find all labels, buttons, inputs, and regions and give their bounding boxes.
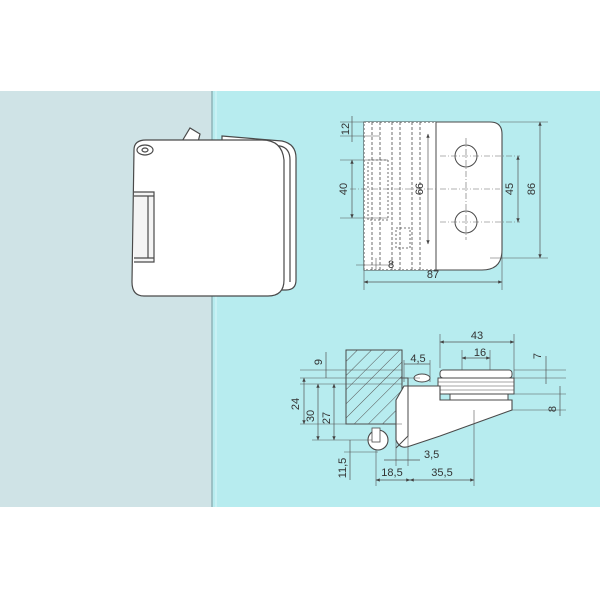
dim-sec-43: 43 <box>471 330 483 342</box>
dim-sec-18-5: 18,5 <box>381 467 402 479</box>
dim-sec-35-5: 35,5 <box>431 467 452 479</box>
dim-sec-9: 9 <box>313 359 325 365</box>
dim-sec-7: 7 <box>532 353 544 359</box>
dim-top-86: 86 <box>526 183 538 195</box>
dim-sec-24: 24 <box>290 398 302 410</box>
dim-top-45: 45 <box>504 183 516 195</box>
dim-top-40: 40 <box>338 183 350 195</box>
hinge-perspective-illustration <box>131 127 297 297</box>
dim-sec-3-5: 3,5 <box>424 449 439 461</box>
dim-sec-11-5: 11,5 <box>337 458 349 479</box>
section-view-drawing: 43 16 4,5 9 24 30 27 11,5 <box>290 330 566 486</box>
dim-sec-30: 30 <box>305 410 317 422</box>
dim-top-8: 8 <box>388 259 394 271</box>
dim-sec-16: 16 <box>474 347 486 359</box>
dim-sec-27: 27 <box>321 412 333 424</box>
wall-section-hatched <box>345 349 403 425</box>
dim-top-12: 12 <box>340 123 352 135</box>
top-view-drawing: 12 40 66 45 86 8 87 <box>338 116 548 290</box>
dim-sec-4-5: 4,5 <box>410 353 425 365</box>
dim-top-87: 87 <box>427 269 439 281</box>
dim-top-66: 66 <box>414 183 426 195</box>
dim-sec-8: 8 <box>547 406 559 412</box>
